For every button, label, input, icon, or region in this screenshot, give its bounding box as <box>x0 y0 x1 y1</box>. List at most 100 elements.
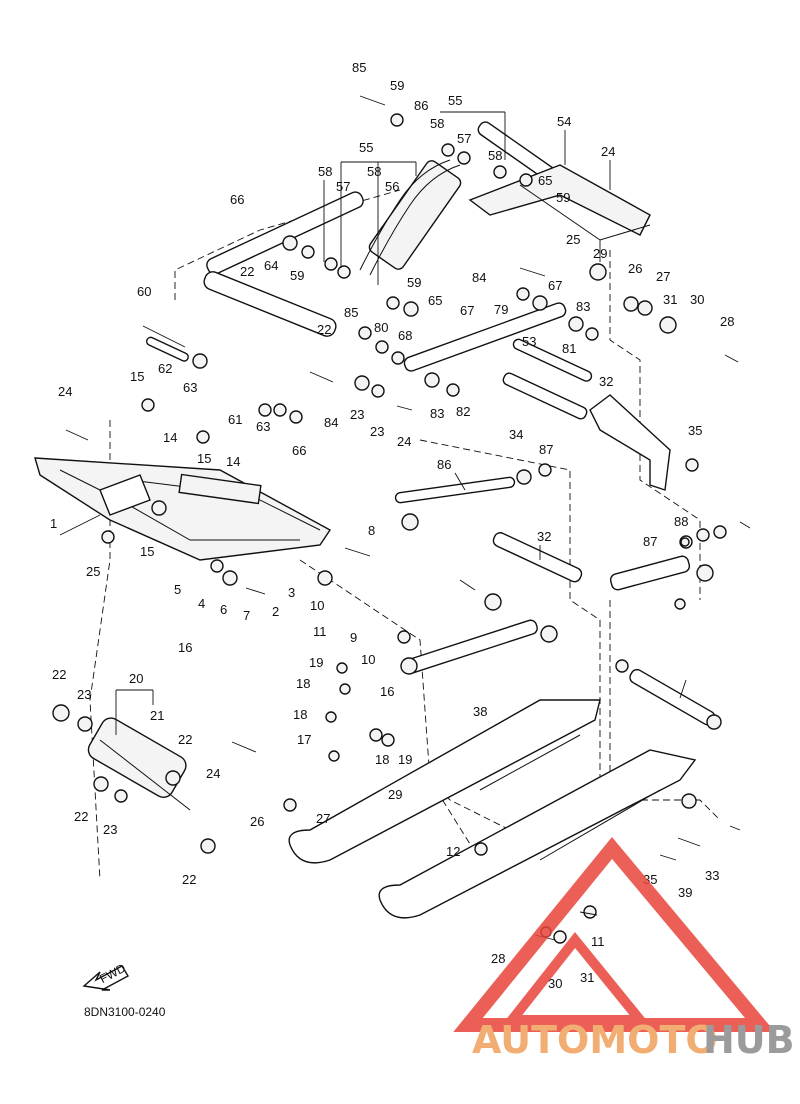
callout-58: 58 <box>430 116 444 131</box>
callout-15: 15 <box>130 369 144 384</box>
callout-18: 18 <box>296 676 310 691</box>
callout-59-c: 59 <box>290 268 304 283</box>
callout-58-c: 58 <box>318 164 332 179</box>
callout-27: 27 <box>316 811 330 826</box>
callout-66: 66 <box>230 192 244 207</box>
callout-66-b: 67 <box>460 303 474 318</box>
callout-1: 1 <box>50 516 57 531</box>
callout-73: 85 <box>352 60 366 75</box>
leader-lines <box>59 111 687 735</box>
callout-19-b: 19 <box>398 752 412 767</box>
callout-69: 83 <box>576 299 590 314</box>
small-parts <box>52 113 727 944</box>
callout-14-b: 14 <box>226 454 240 469</box>
front-shock <box>87 717 191 811</box>
callout-77: 87 <box>539 442 553 457</box>
callout-64: 64 <box>264 258 278 273</box>
callout-58-d: 58 <box>367 164 381 179</box>
callout-15-b: 15 <box>197 451 211 466</box>
callout-59: 59 <box>390 78 404 93</box>
callout-55: 55 <box>448 93 462 108</box>
callout-43: 26 <box>628 261 642 276</box>
callout-10-b: 10 <box>361 652 375 667</box>
callout-40: 24 <box>397 434 411 449</box>
callout-65: 65 <box>538 173 552 188</box>
callout-39: 23 <box>370 424 384 439</box>
callout-38: 23 <box>350 407 364 422</box>
callout-41: 24 <box>601 144 615 159</box>
callout-61: 61 <box>228 412 242 427</box>
callout-24: 24 <box>58 384 72 399</box>
callout-63: 63 <box>183 380 197 395</box>
callout-77-b: 88 <box>674 514 688 529</box>
watermark-logo: AUTOMOTO HUB <box>453 836 795 1062</box>
callout-57: 57 <box>457 131 471 146</box>
callout-29: 29 <box>388 787 402 802</box>
callout-19: 19 <box>309 655 323 670</box>
callout-13: 12 <box>446 844 460 859</box>
callout-10: 10 <box>310 598 324 613</box>
callout-68-b: 80 <box>374 320 388 335</box>
callout-21: 21 <box>150 708 164 723</box>
callout-57-b: 57 <box>336 179 350 194</box>
callout-4: 4 <box>198 596 205 611</box>
callout-45: 28 <box>720 314 734 329</box>
callout-58-b: 58 <box>488 148 502 163</box>
front-arm <box>34 457 332 561</box>
callout-74: 86 <box>414 98 428 113</box>
bracket-49 <box>589 394 671 491</box>
callout-76: 87 <box>643 534 657 549</box>
callout-56: 56 <box>385 179 399 194</box>
callout-22-b: 22 <box>178 732 192 747</box>
callout-65-b: 66 <box>292 443 306 458</box>
callout-64-b: 65 <box>428 293 442 308</box>
callout-62: 62 <box>158 361 172 376</box>
callout-14: 14 <box>163 430 177 445</box>
callout-54: 54 <box>557 114 571 129</box>
callout-15-c: 15 <box>140 544 154 559</box>
callout-67-b: 68 <box>398 328 412 343</box>
callout-34: 38 <box>473 704 487 719</box>
callout-8: 8 <box>368 523 375 538</box>
callout-31: 31 <box>580 970 594 985</box>
callout-22: 22 <box>52 667 66 682</box>
callout-17: 17 <box>297 732 311 747</box>
callout-68: 79 <box>494 302 508 317</box>
callout-11: 11 <box>313 624 327 639</box>
callout-28: 28 <box>491 951 505 966</box>
callout-26: 26 <box>250 814 264 829</box>
callout-47: 30 <box>690 292 704 307</box>
callout-22-d: 22 <box>182 872 196 887</box>
callout-20: 20 <box>129 671 143 686</box>
callout-59-b: 59 <box>556 190 570 205</box>
callout-42: 25 <box>566 232 580 247</box>
callout-6: 6 <box>220 602 227 617</box>
callout-48: 31 <box>663 292 677 307</box>
callout-35: 39 <box>678 885 692 900</box>
callout-70: 84 <box>472 270 486 285</box>
watermark-text-2: HUB <box>703 1018 795 1062</box>
callout-51: 34 <box>509 427 523 442</box>
callout-49: 32 <box>599 374 613 389</box>
callout-37: 22 <box>317 322 331 337</box>
callout-16-b: 16 <box>380 684 394 699</box>
callout-68-c: 81 <box>562 341 576 356</box>
callout-63-b: 63 <box>256 419 270 434</box>
callout-44: 27 <box>656 269 670 284</box>
callout-30: 30 <box>548 976 562 991</box>
callout-22-c: 22 <box>74 809 88 824</box>
callout-52: 35 <box>688 423 702 438</box>
callout-18-c: 18 <box>375 752 389 767</box>
callout-24-b: 24 <box>206 766 220 781</box>
callout-3: 3 <box>288 585 295 600</box>
bolts <box>65 95 751 941</box>
callout-32: 32 <box>537 529 551 544</box>
callout-2: 2 <box>272 604 279 619</box>
callout-55-b: 55 <box>359 140 373 155</box>
callout-36: 22 <box>240 264 254 279</box>
callout-72: 85 <box>344 305 358 320</box>
callout-12: 11 <box>591 934 605 949</box>
skis <box>288 699 697 919</box>
callout-25: 25 <box>86 564 100 579</box>
